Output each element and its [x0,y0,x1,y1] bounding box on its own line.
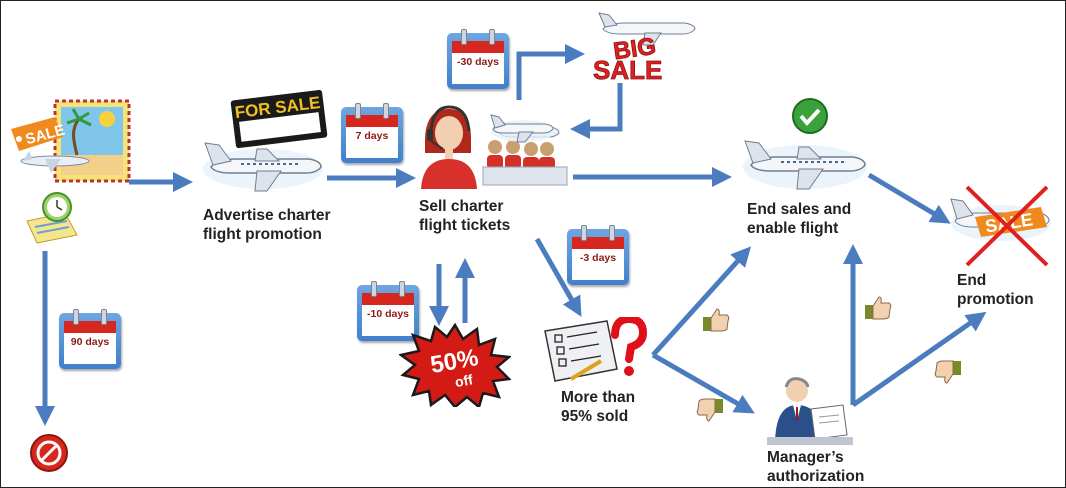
arrow-checklist-to-manager [651,352,755,414]
calendar-label: -10 days [366,308,410,320]
big-sale-icon: BIG SALE [593,12,696,83]
stamp-sale-icon: SALE [11,99,131,183]
for-sale-sign-icon: FOR SALE [230,89,328,149]
calendar-minus-30-days: -30 days [447,27,509,89]
planner-clock-icon [26,192,78,244]
calendar-7-days: 7 days [341,101,403,163]
calendar-label: -30 days [456,56,500,68]
sell-label: Sell charter flight tickets [419,198,511,234]
checklist-question-icon [544,317,648,382]
arrow-end-sales-to-end-promotion [867,172,951,224]
airplane-icon [743,140,867,190]
big-sale-big-text: BIG [612,33,658,66]
arrow-manager-to-end-promotion [851,311,987,408]
arrow-sell-to-checklist [534,237,582,317]
calendar-label: -3 days [579,252,617,264]
big-sale-sale-text: SALE [593,55,662,83]
checkmark-icon [792,98,828,134]
arrow-checklist-to-end-sales [651,246,752,357]
burst-off-text: off [454,371,475,390]
manager-icon [767,377,853,445]
thumbs-up-icon [703,308,730,332]
calendar-90-days: 90 days [59,307,121,369]
thumbs-up-icon [865,296,892,320]
calendar-minus-10-days: -10 days [357,279,419,341]
more-than-sold-label: More than 95% sold [561,389,636,425]
fifty-percent-burst-icon: 50% off [399,323,511,407]
calendar-label: 7 days [355,130,389,142]
no-entry-icon [30,434,68,472]
advertise-label: Advertise charter flight promotion [203,207,331,243]
arrow-big-sale-back [570,83,623,139]
manager-authorization-label: Manager’s authorization [767,449,865,485]
end-sales-label: End sales and enable flight [747,201,852,237]
end-promotion-label: End promotion [957,272,1034,308]
calendar-minus-3-days: -3 days [567,223,629,285]
arrow-to-big-sale [516,44,585,100]
thumbs-down-icon [934,360,961,384]
calendar-label: 90 days [70,336,110,348]
crossed-sale-icon: SALE [950,185,1051,267]
thumbs-down-icon [696,398,723,422]
airplane-icon [490,114,555,143]
airplane-icon [203,142,323,192]
